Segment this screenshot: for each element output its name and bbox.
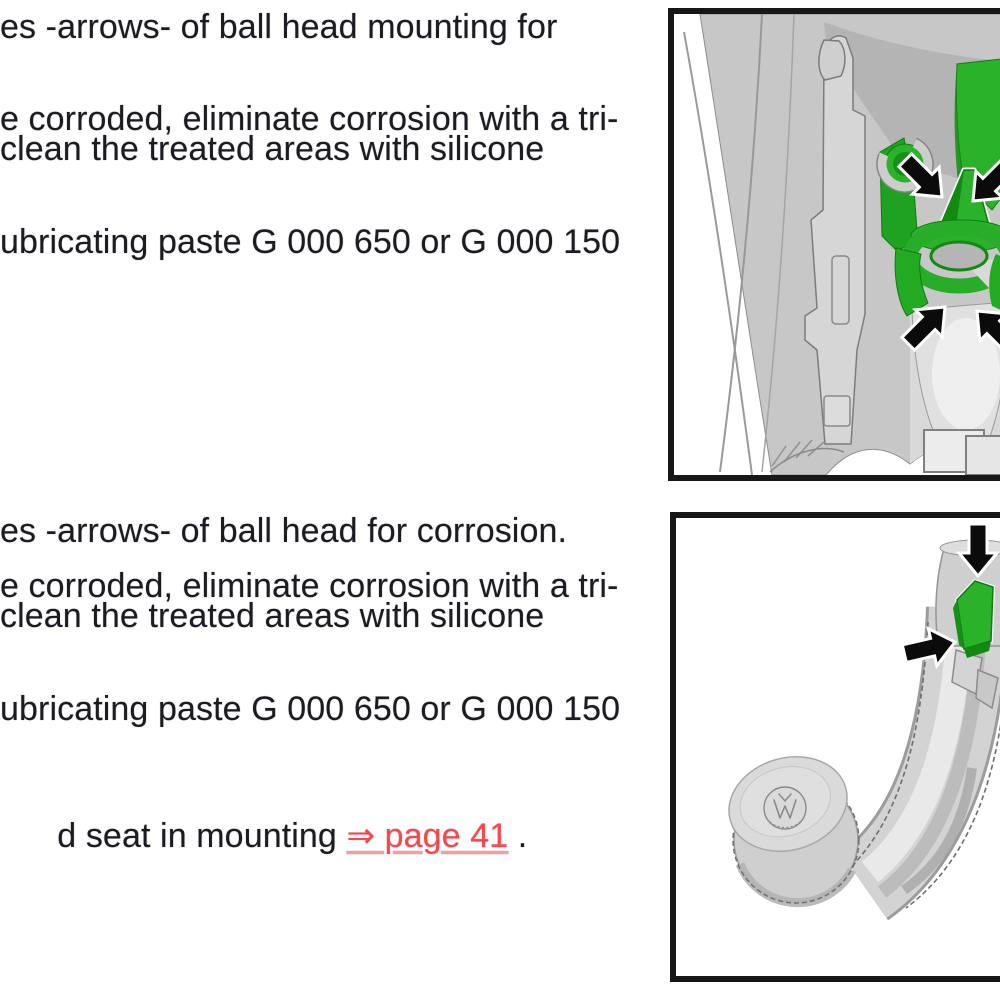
green-highlighted-contact-surface xyxy=(953,578,996,658)
instruction-text: d seat in mounting xyxy=(57,817,347,855)
instruction-line: es -arrows- of ball head for corrosion. xyxy=(0,512,568,550)
instruction-line: e corroded, eliminate corrosion with a t… xyxy=(0,567,619,605)
instruction-text: . xyxy=(508,817,528,855)
instruction-line: clean the treated areas with silicone xyxy=(0,597,545,635)
instruction-line: e corroded, eliminate corrosion with a t… xyxy=(0,100,619,138)
instruction-line: ubricating paste G 000 650 or G 000 150 xyxy=(0,690,621,728)
ball-head-mounting-illustration xyxy=(674,14,1000,475)
ball-head-illustration xyxy=(676,518,1000,976)
figure-ball-head xyxy=(670,512,1000,982)
instruction-line: ubricating paste G 000 650 or G 000 150 xyxy=(0,223,621,261)
ball-head-ball xyxy=(728,756,860,908)
instruction-line: d seat in mounting ⇒ page 41 . xyxy=(0,791,527,881)
figure-ball-head-mounting xyxy=(668,8,1000,481)
vw-logo-icon xyxy=(763,786,807,830)
instruction-line: clean the treated areas with silicone xyxy=(0,130,545,168)
instruction-line: es -arrows- of ball head mounting for xyxy=(0,8,558,46)
page-41-link[interactable]: ⇒ page 41 xyxy=(346,817,509,855)
